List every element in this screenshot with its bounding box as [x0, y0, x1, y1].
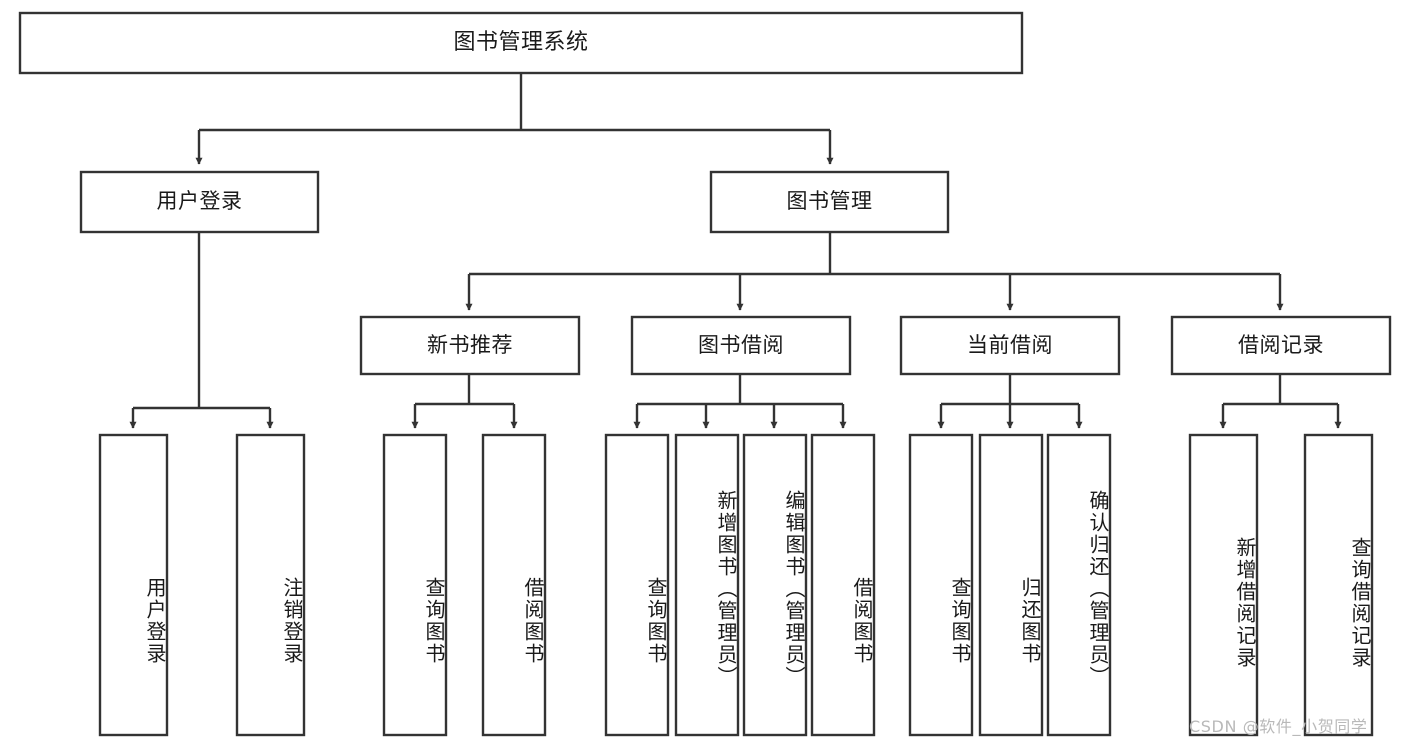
leaf-box-current-borrow-0[interactable]	[908, 433, 974, 737]
connector-group-borrowrecord-to-leaves	[1219, 374, 1342, 429]
leaf-box-borrow-record-0[interactable]	[1188, 433, 1259, 737]
node-root-book-management-system[interactable]	[18, 11, 1024, 75]
node-book-management[interactable]	[709, 170, 950, 234]
leaf-box-book-borrow-2[interactable]	[742, 433, 808, 737]
leaf-box-new-book-0[interactable]	[382, 433, 448, 737]
leaf-box-current-borrow-1[interactable]	[978, 433, 1044, 737]
leaf-box-user-login-1[interactable]	[235, 433, 306, 737]
node-new-book-recommend[interactable]	[359, 315, 581, 376]
leaf-box-book-borrow-3[interactable]	[810, 433, 876, 737]
node-book-borrow[interactable]	[630, 315, 852, 376]
leaf-box-user-login-0[interactable]	[98, 433, 169, 737]
node-current-borrow[interactable]	[899, 315, 1121, 376]
node-user-login[interactable]	[79, 170, 320, 234]
connector-group-bookmgmt-to-level3	[465, 232, 1284, 311]
leaf-box-book-borrow-1[interactable]	[674, 433, 740, 737]
node-borrow-record[interactable]	[1170, 315, 1392, 376]
connector-group-userlogin-to-leaves	[129, 232, 274, 429]
leaf-box-new-book-1[interactable]	[481, 433, 547, 737]
leaf-box-borrow-record-1[interactable]	[1303, 433, 1374, 737]
connector-group-bookborrow-to-leaves	[633, 374, 847, 429]
csdn-watermark: CSDN @软件_小贺同学	[1189, 717, 1368, 736]
connector-group-root-to-level2	[195, 73, 834, 165]
connector-group-newbook-to-leaves	[411, 374, 518, 429]
leaf-box-current-borrow-2[interactable]	[1046, 433, 1112, 737]
connector-group-currentborrow-to-leaves	[937, 374, 1083, 429]
leaf-box-book-borrow-0[interactable]	[604, 433, 670, 737]
